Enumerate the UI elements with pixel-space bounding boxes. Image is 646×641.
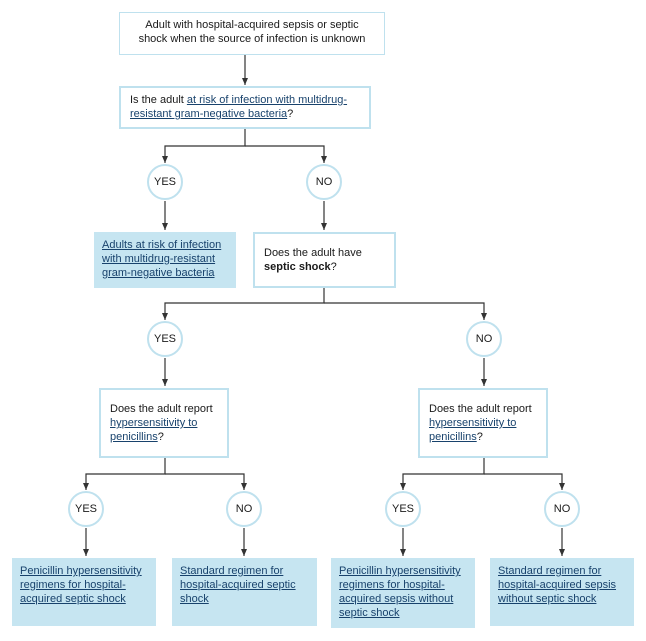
q1-yes-label: YES (153, 176, 176, 188)
q3-right-suffix: ? (476, 431, 483, 443)
q2-no-label: NO (475, 333, 493, 345)
q1-prefix: Is the adult (130, 94, 187, 106)
outcome-shock-hypersensitivity[interactable]: Penicillin hypersensitivity regimens for… (12, 558, 156, 626)
start-box: Adult with hospital-acquired sepsis or s… (119, 12, 385, 55)
outcome-shock-standard-link[interactable]: Standard regimen for hospital-acquired s… (180, 565, 296, 605)
hypersensitivity-link-right[interactable]: hypersensitivity to penicillins (429, 417, 517, 443)
q3-left-no-circle: NO (226, 491, 262, 527)
outcome-sepsis-hypersensitivity-link[interactable]: Penicillin hypersensitivity regimens for… (339, 565, 461, 619)
q2-yes-label: YES (153, 333, 176, 345)
connector-q3-left-no (165, 473, 247, 490)
question-hypersensitivity-right: Does the adult report hypersensitivity t… (418, 388, 548, 458)
connector-q3-right-no (484, 473, 565, 490)
outcome-sepsis-standard[interactable]: Standard regimen for hospital-acquired s… (490, 558, 634, 626)
q2-bold: septic shock (264, 261, 331, 273)
q3-right-no-label: NO (553, 503, 571, 515)
hypersensitivity-link-left[interactable]: hypersensitivity to penicillins (110, 417, 198, 443)
q1-no-circle: NO (306, 164, 342, 200)
q1-no-label: NO (315, 176, 333, 188)
question-septic-shock: Does the adult have septic shock? (253, 232, 396, 288)
connector-q3-left-yes (83, 458, 166, 490)
question-mdr-risk: Is the adult at risk of infection with m… (119, 86, 371, 129)
outcome-shock-standard[interactable]: Standard regimen for hospital-acquired s… (172, 558, 317, 626)
q3-left-suffix: ? (157, 431, 164, 443)
connector-q1-branch (162, 129, 246, 163)
q3-left-prefix: Does the adult report (110, 403, 213, 415)
q3-right-prefix: Does the adult report (429, 403, 532, 415)
outcome-shock-hypersensitivity-link[interactable]: Penicillin hypersensitivity regimens for… (20, 565, 142, 605)
connector-q2-branch-yes (162, 288, 325, 320)
outcome-sepsis-standard-link[interactable]: Standard regimen for hospital-acquired s… (498, 565, 617, 605)
q3-right-yes-circle: YES (385, 491, 421, 527)
outcome-mdr-risk-link[interactable]: Adults at risk of infection with multidr… (102, 239, 222, 279)
connector-q1-branch-no (245, 145, 327, 163)
q1-yes-circle: YES (147, 164, 183, 200)
q3-left-yes-circle: YES (68, 491, 104, 527)
connector-q3-right-yes (400, 458, 485, 490)
q2-yes-circle: YES (147, 321, 183, 357)
connector-q2-branch-no (324, 302, 487, 320)
q3-left-yes-label: YES (74, 503, 97, 515)
q2-suffix: ? (330, 261, 337, 273)
mdr-risk-link[interactable]: at risk of infection with multidrug-resi… (130, 94, 348, 120)
q2-prefix: Does the adult have (264, 247, 362, 259)
q3-right-no-circle: NO (544, 491, 580, 527)
start-text: Adult with hospital-acquired sepsis or s… (138, 19, 366, 45)
q3-right-yes-label: YES (391, 503, 414, 515)
outcome-sepsis-hypersensitivity[interactable]: Penicillin hypersensitivity regimens for… (331, 558, 475, 628)
q1-suffix: ? (287, 108, 294, 120)
q3-left-no-label: NO (235, 503, 253, 515)
question-hypersensitivity-left: Does the adult report hypersensitivity t… (99, 388, 229, 458)
outcome-mdr-risk[interactable]: Adults at risk of infection with multidr… (94, 232, 236, 288)
q2-no-circle: NO (466, 321, 502, 357)
